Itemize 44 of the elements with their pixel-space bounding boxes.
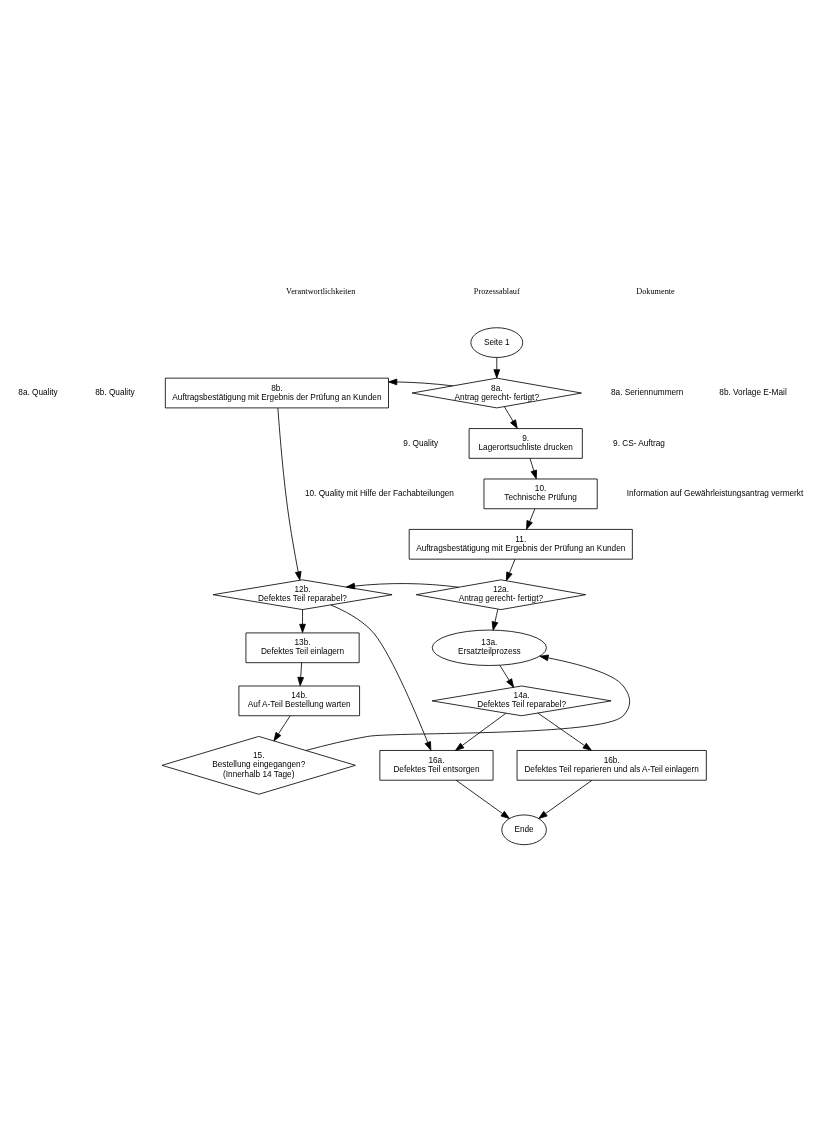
arrow [499, 664, 514, 688]
arrow [277, 407, 302, 581]
label: 9. CS- Auftrag [613, 438, 665, 448]
node-box: 9. Lagerortsuchliste drucken [468, 428, 583, 459]
node-box: 13b. Defektes Teil einlagern [245, 632, 360, 664]
arrow [491, 608, 499, 631]
arrow [345, 582, 460, 590]
arrow [493, 357, 501, 379]
node-diamond: 15. Bestellung eingegangen? (Innerhalb 14 Tage) [161, 736, 356, 795]
node-box: 16a. Defektes Teil entsorgen [379, 750, 494, 781]
node-box: 16b. Defektes Teil reparieren und als A-Teil einlagern [516, 750, 707, 781]
label: Dokumente [636, 287, 675, 297]
label: 8a. Quality [18, 388, 58, 398]
node-box: 10. Technische Prüfung [483, 478, 598, 510]
label: 8b. Vorlage E-Mail [719, 388, 787, 398]
node-box: 11. Auftragsbestätigung mit Ergebnis der Prüfung an Kunden [408, 529, 633, 560]
node-diamond: 12a. Antrag gerecht- fertigt? [415, 579, 586, 610]
arrow [273, 715, 291, 742]
arrow [526, 508, 536, 530]
arrow [504, 406, 518, 429]
arrow [529, 457, 538, 480]
arrow [505, 558, 516, 582]
label: 10. Quality mit Hilfe der Fachabteilungen [304, 488, 454, 498]
label: Prozessablauf [473, 287, 520, 297]
node-diamond: 8a. Antrag gerecht- fertigt? [411, 377, 582, 409]
arrow [455, 712, 507, 751]
arrow [299, 609, 306, 633]
node-ellipse: Seite 1 [470, 327, 524, 358]
arrow [388, 378, 454, 387]
node-box: 8b. Auftragsbestätigung mit Ergebnis der Prüfung an Kunden [164, 377, 389, 409]
node-box: 14b. Auf A-Teil Bestellung warten [238, 685, 360, 717]
arrow [538, 779, 593, 819]
node-diamond: 14a. Defektes Teil reparabel? [431, 685, 612, 717]
label: Verantwortlichkeiten [286, 287, 356, 297]
arrow [305, 654, 631, 751]
arrow [455, 779, 510, 819]
arrow [537, 712, 592, 751]
label: Information auf Gewährleistungsantrag vermerkt [626, 488, 804, 498]
node-ellipse: Ende [501, 814, 547, 846]
label: 8a. Seriennummern [610, 388, 684, 398]
label: 8b. Quality [95, 388, 135, 398]
arrow [330, 604, 432, 751]
arrow [297, 662, 304, 687]
label: 9. Quality [403, 438, 439, 448]
